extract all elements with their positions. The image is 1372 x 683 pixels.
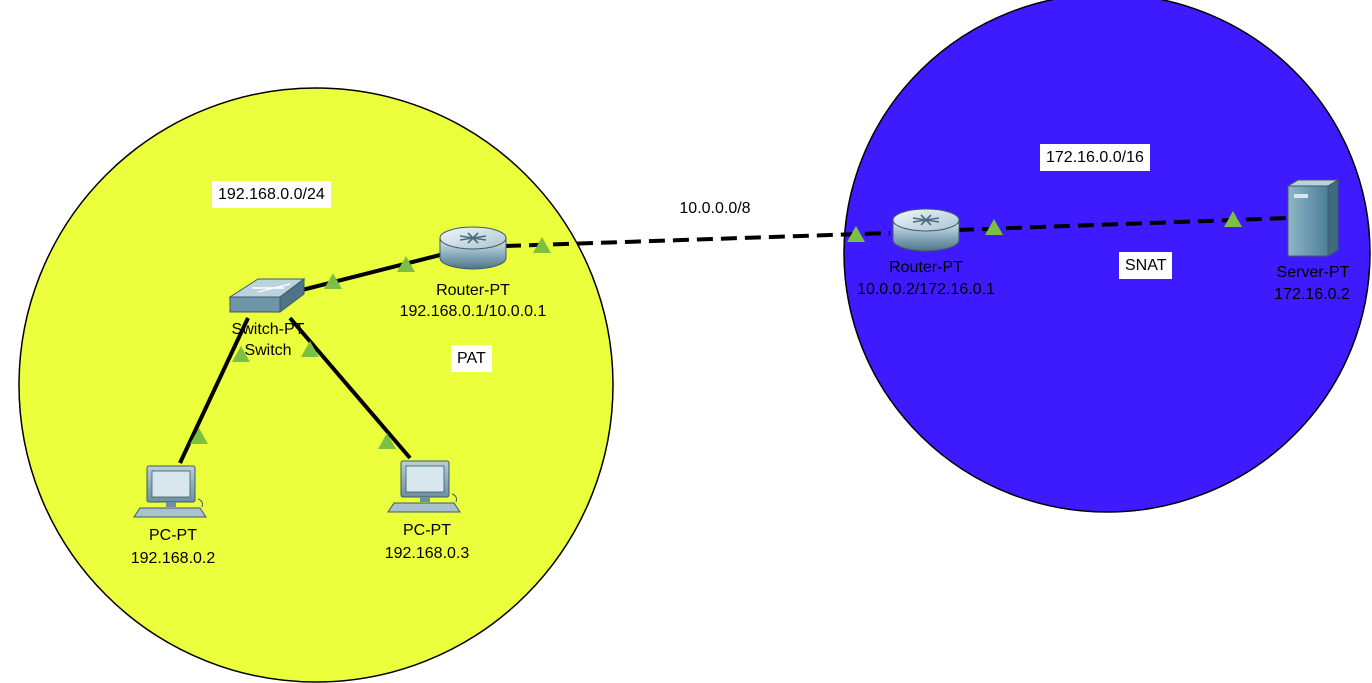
- cable-switch-pc1[interactable]: [178, 317, 250, 464]
- pc1-ip-label: 192.168.0.2: [130, 550, 216, 567]
- link-indicators: [190, 211, 1242, 449]
- link-up-indicator: [985, 219, 1003, 235]
- pc-icon[interactable]: [133, 465, 207, 518]
- link-up-indicator: [1224, 211, 1242, 227]
- link-up-indicator: [301, 341, 319, 357]
- router2-ip-label: 10.0.0.2/172.16.0.1: [857, 281, 995, 298]
- cable-switch-router1[interactable]: [301, 253, 441, 292]
- switch-name-label: Switch: [244, 342, 292, 359]
- lan-nat-label: PAT: [451, 345, 492, 372]
- wan-nat-label: SNAT: [1119, 252, 1173, 279]
- wan-area: [843, 0, 1371, 513]
- router1-ip-label: 192.168.0.1/10.0.0.1: [399, 303, 547, 320]
- link-up-indicator: [378, 433, 396, 449]
- server-type-label: Server-PT: [1276, 264, 1350, 281]
- pc-icon[interactable]: [387, 460, 461, 513]
- router2-type-label: Router-PT: [889, 259, 963, 276]
- lan-subnet-label: 192.168.0.0/24: [212, 181, 331, 208]
- wan-subnet-label: 172.16.0.0/16: [1040, 144, 1150, 171]
- server-icon[interactable]: [1286, 179, 1340, 257]
- router1-type-label: Router-PT: [436, 282, 510, 299]
- link-up-indicator: [232, 346, 250, 362]
- pc1-type-label: PC-PT: [149, 527, 197, 544]
- link-up-indicator: [847, 226, 865, 242]
- link-up-indicator: [397, 256, 415, 272]
- router-icon[interactable]: [439, 226, 507, 270]
- link-up-indicator: [324, 273, 342, 289]
- switch-icon[interactable]: [228, 278, 306, 313]
- lan-area: [18, 87, 614, 683]
- cable-router1-router2[interactable]: [504, 231, 891, 248]
- link-up-indicator: [533, 237, 551, 253]
- pc2-ip-label: 192.168.0.3: [384, 545, 470, 562]
- server-ip-label: 172.16.0.2: [1274, 286, 1350, 303]
- link-up-indicator: [190, 428, 208, 444]
- switch-type-label: Switch-PT: [231, 321, 305, 338]
- link-subnet-label: 10.0.0.0/8: [679, 200, 751, 217]
- pc2-type-label: PC-PT: [403, 522, 451, 539]
- router-icon[interactable]: [892, 208, 960, 252]
